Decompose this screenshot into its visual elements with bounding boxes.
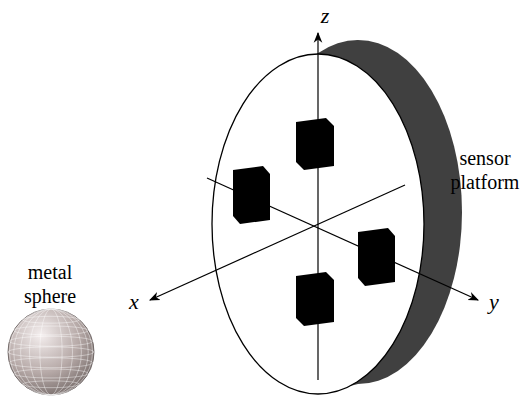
sensor-left [233,166,270,224]
part-label: metal sphere [15,260,85,308]
sensor-bottom [296,272,334,326]
z-axis [317,33,318,380]
sensor-top [296,118,334,170]
sphere-grid [21,309,82,395]
part-label: sensor platform [441,146,529,194]
sensors [233,118,395,326]
metal-sphere [8,309,94,395]
sphere-grid [40,309,62,395]
x-axis [150,185,405,300]
sphere-grid [9,309,92,395]
axes [150,33,478,380]
axis-label: y [484,289,504,315]
sphere-grid [14,309,88,395]
sensor-right [358,228,395,286]
axis-label: x [124,289,144,315]
sensor-platform [212,40,462,394]
axis-label: z [315,3,335,29]
sphere-grid [30,309,73,395]
